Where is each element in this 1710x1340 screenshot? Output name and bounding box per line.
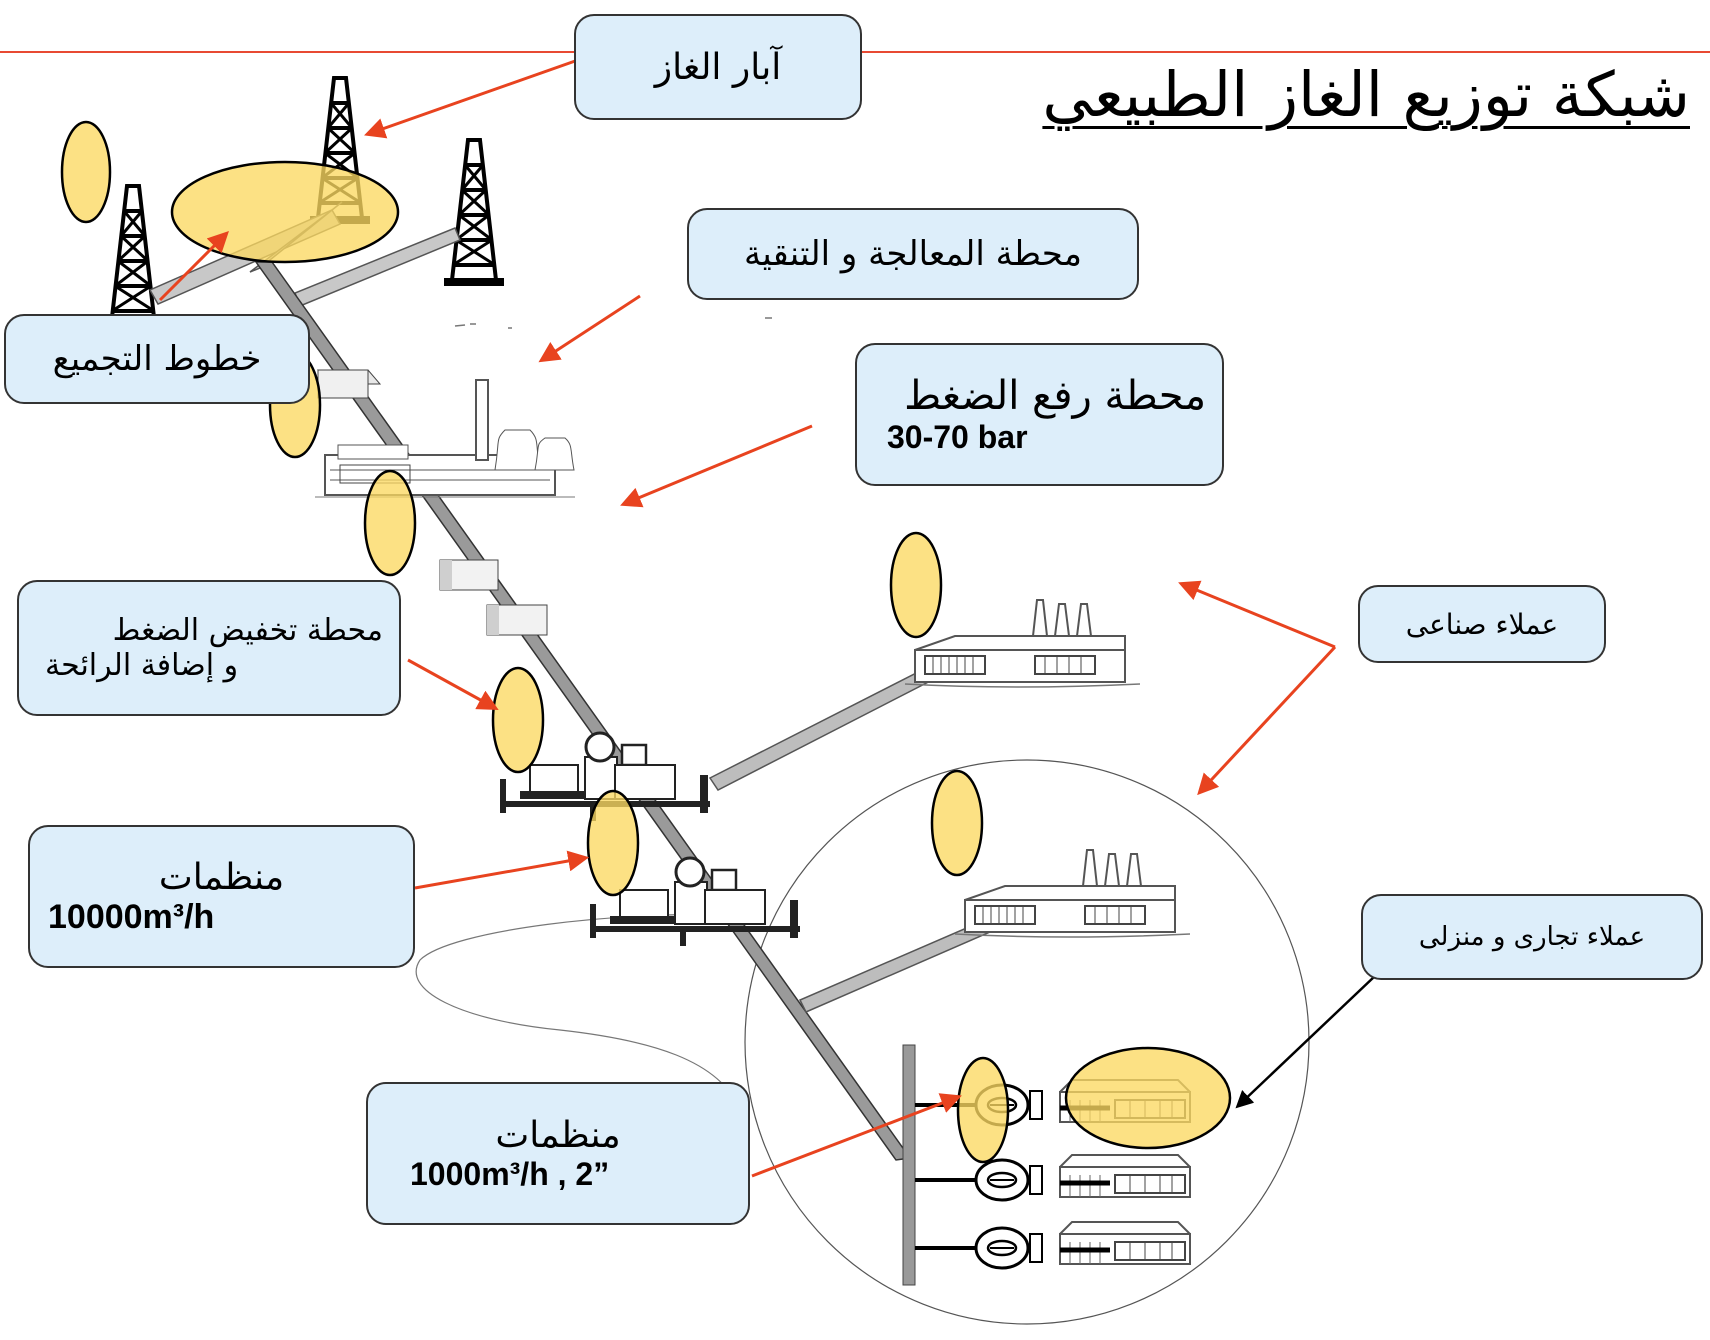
service-header-pipe (902, 1044, 916, 1286)
highlight-marker-regulators-large (586, 789, 640, 897)
industrial-factory-1 (904, 599, 1141, 688)
arrow-gathering-lines (158, 231, 229, 302)
label-gathering-lines: خطوط التجميع (52, 339, 262, 379)
highlight-marker-industrial-1 (889, 531, 943, 639)
callout-compression-station: محطة رفع الضغط 30-70 bar (855, 343, 1224, 486)
diagram-title: شبكة توزيع الغاز الطبيعي (1042, 58, 1690, 131)
callout-reduction-station: محطة تخفيض الضغط و إضافة الرائحة (17, 580, 401, 716)
label-regulators-large-capacity: 10000m³/h (48, 897, 215, 936)
callout-gas-wells: آبار الغاز (574, 14, 862, 120)
arrow-commercial-residential (1235, 975, 1376, 1109)
arrow-gas-wells (364, 58, 579, 139)
label-compression-station: محطة رفع الضغط (904, 373, 1206, 419)
arrow-regulators-small (751, 1093, 962, 1178)
label-reduction-station-line2: و إضافة الرائحة (45, 648, 239, 683)
highlight-marker-industrial-2 (930, 769, 984, 877)
arrow-reduction-station (407, 658, 499, 711)
highlight-marker-residential (1064, 1046, 1232, 1150)
treatment-plant (315, 379, 575, 498)
label-treatment-station: محطة المعالجة و التنقية (744, 234, 1082, 274)
callout-regulators-large: منظمات 10000m³/h (28, 825, 415, 968)
industrial-factory-2 (954, 849, 1191, 938)
industrial-branch-line (708, 662, 942, 791)
pipeline-valve-3 (486, 604, 548, 636)
arrow-regulators-large (414, 850, 590, 890)
gas-meter-3 (974, 1226, 1044, 1270)
pipeline-valve-2 (439, 559, 499, 591)
zone-bubble-outline (415, 913, 751, 1111)
label-reduction-station-line1: محطة تخفيض الضغط (112, 613, 383, 648)
distribution-zone-circle (744, 759, 1310, 1325)
label-regulators-large: منظمات (158, 856, 285, 898)
label-commercial-residential: عملاء تجارى و منزلى (1418, 922, 1646, 952)
label-regulators-small-capacity: 1000m³/h , 2” (410, 1155, 610, 1192)
residential-building-2 (1060, 1155, 1190, 1197)
label-regulators-small: منظمات (495, 1114, 621, 1156)
label-compression-pressure: 30-70 bar (887, 419, 1028, 455)
arrow-compression-station (620, 424, 813, 508)
arrow-treatment-station (538, 294, 641, 363)
arrow-industrial-2 (1197, 645, 1337, 796)
gas-well-rig-right (442, 138, 506, 288)
label-industrial-customers: عملاء صناعى (1405, 607, 1559, 641)
callout-regulators-small: منظمات 1000m³/h , 2” (366, 1082, 750, 1225)
highlight-marker-regulators-small (956, 1056, 1010, 1164)
arrow-industrial-1 (1178, 580, 1336, 649)
callout-gathering-lines: خطوط التجميع (4, 314, 310, 404)
residential-building-3 (1060, 1222, 1190, 1264)
highlight-marker-wells-side (60, 120, 112, 224)
gas-well-rig-left (101, 184, 165, 334)
highlight-marker-wells (170, 160, 400, 264)
callout-commercial-residential: عملاء تجارى و منزلى (1361, 894, 1703, 980)
highlight-marker-treatment (363, 469, 417, 577)
gas-meter-2 (974, 1158, 1044, 1202)
callout-treatment-station: محطة المعالجة و التنقية (687, 208, 1139, 300)
callout-industrial-customers: عملاء صناعى (1358, 585, 1606, 663)
label-gas-wells: آبار الغاز (654, 46, 782, 88)
pipeline-valve-1 (316, 369, 382, 399)
highlight-marker-reduction (491, 666, 545, 774)
